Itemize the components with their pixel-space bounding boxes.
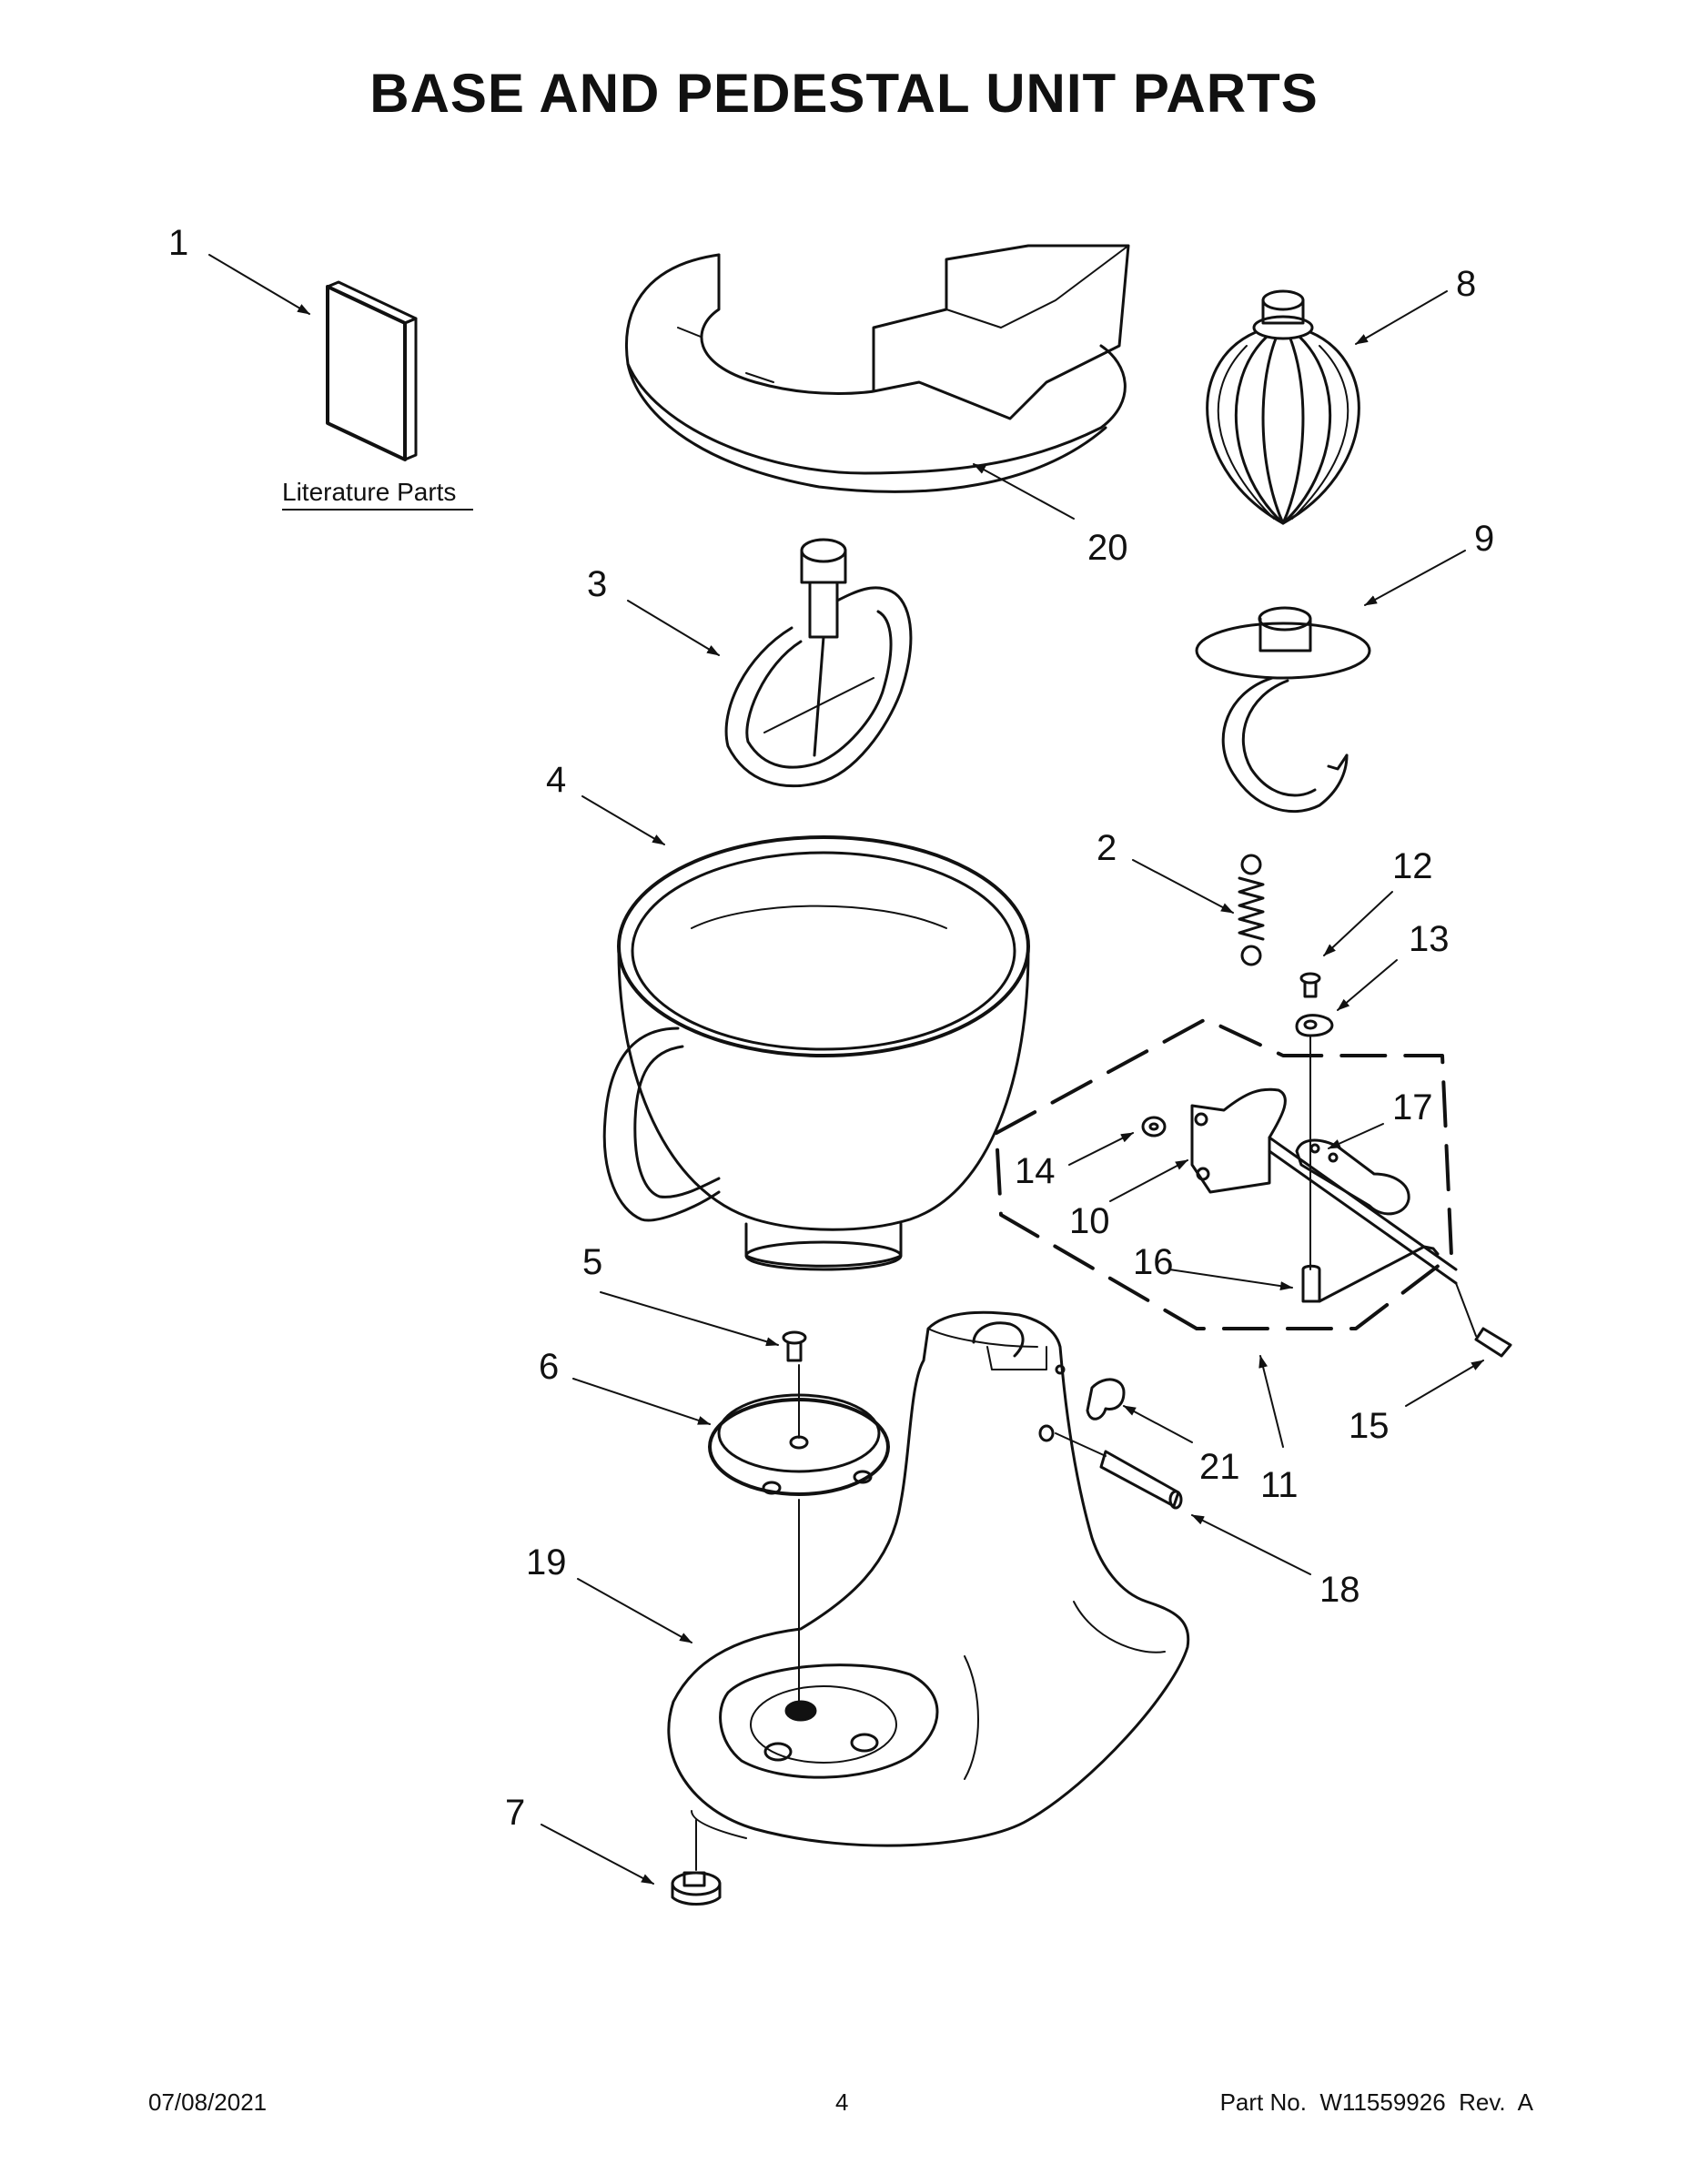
wire-whip-part (1206, 289, 1360, 525)
pedestal-base-part (667, 1310, 1190, 1847)
callout-18: 18 (1319, 1570, 1360, 1610)
pin-part (1455, 1282, 1512, 1358)
callout-2: 2 (1097, 828, 1117, 868)
rubber-foot-part (671, 1819, 722, 1906)
callout-16: 16 (1133, 1242, 1174, 1282)
callout-20: 20 (1087, 528, 1128, 568)
callout-14: 14 (1015, 1151, 1056, 1191)
literature-parts-label: Literature Parts (282, 478, 456, 506)
mixing-bowl-part (602, 835, 1030, 1271)
small-screw-part (1299, 972, 1321, 998)
clamping-plate-part (708, 1364, 890, 1712)
flat-beater-part (724, 538, 913, 788)
dough-hook-part (1195, 606, 1371, 813)
callout-numbers: 1 2 3 4 5 6 7 8 9 10 11 12 13 14 15 16 1… (168, 223, 1494, 1833)
callout-1: 1 (168, 223, 188, 263)
callout-11: 11 (1260, 1465, 1299, 1505)
hinge-pin-part (1055, 1432, 1183, 1510)
callout-4: 4 (546, 760, 566, 800)
callout-6: 6 (539, 1347, 559, 1387)
pouring-shield-part (625, 244, 1130, 493)
leader-arrows (208, 254, 1484, 1885)
spring-part (1238, 854, 1265, 966)
lock-lever-part (1295, 1138, 1410, 1216)
callout-9: 9 (1474, 519, 1494, 559)
callout-13: 13 (1409, 919, 1450, 959)
literature-book-part (326, 280, 418, 461)
footer-page-number: 4 (835, 2088, 849, 2116)
callout-15: 15 (1349, 1406, 1390, 1446)
footer-part-number: Part No. W11559926 Rev. A (1219, 2088, 1533, 2116)
callout-12: 12 (1392, 846, 1433, 886)
clip-part (1086, 1378, 1126, 1421)
washer-part (1295, 1014, 1334, 1037)
callout-8: 8 (1456, 264, 1476, 304)
screw-part (782, 1330, 807, 1362)
page-title: BASE AND PEDESTAL UNIT PARTS (369, 63, 1319, 124)
callout-3: 3 (587, 564, 607, 604)
callout-10: 10 (1069, 1201, 1110, 1241)
callout-17: 17 (1392, 1087, 1433, 1127)
lever-kit-outline (995, 1017, 1453, 1330)
callout-19: 19 (526, 1542, 567, 1582)
callout-21: 21 (1199, 1447, 1240, 1487)
callout-7: 7 (505, 1793, 525, 1833)
rod-part (1301, 1245, 1440, 1303)
flat-washer-part (1141, 1116, 1167, 1138)
callout-5: 5 (582, 1242, 602, 1282)
footer-date: 07/08/2021 (148, 2088, 268, 2116)
